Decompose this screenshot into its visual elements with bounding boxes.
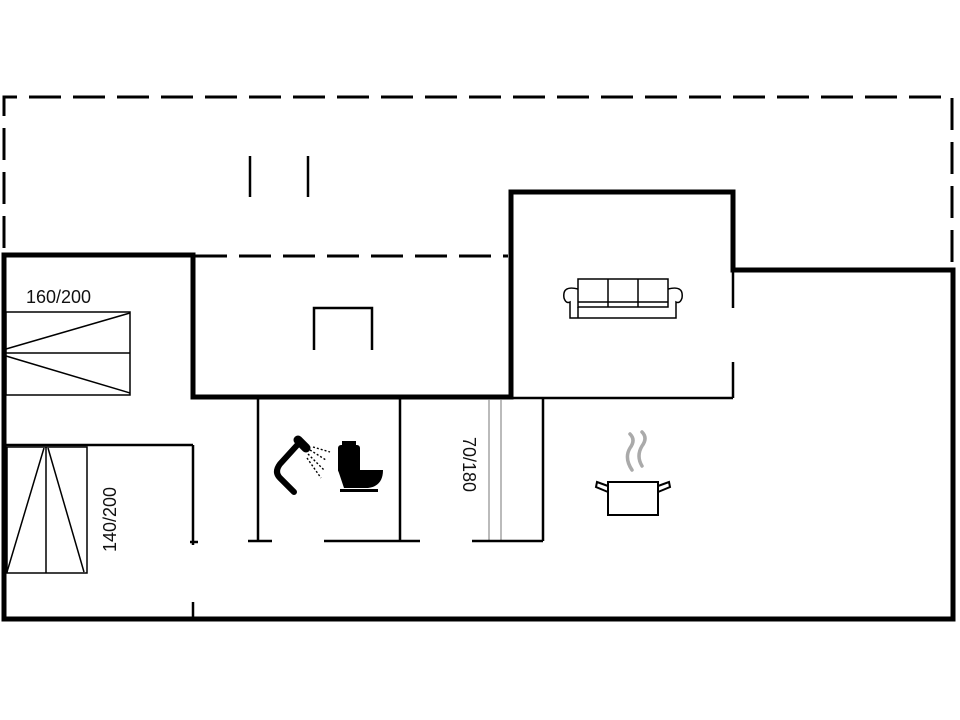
bed-size-label-third: 70/180 <box>459 437 479 492</box>
bed-size-label-second: 140/200 <box>100 487 120 552</box>
cooking-pot-icon <box>594 430 672 516</box>
exterior-walls <box>1 189 956 622</box>
bed-icon <box>5 311 131 396</box>
shower-icon <box>274 435 331 495</box>
toilet-icon <box>338 441 383 492</box>
fireplace-icon <box>312 306 374 350</box>
bed-size-label-master: 160/200 <box>26 287 91 307</box>
terrace-outline <box>2 95 954 270</box>
sofa-icon <box>563 278 683 319</box>
bed-icon <box>6 446 88 574</box>
interior-walls <box>6 272 735 619</box>
